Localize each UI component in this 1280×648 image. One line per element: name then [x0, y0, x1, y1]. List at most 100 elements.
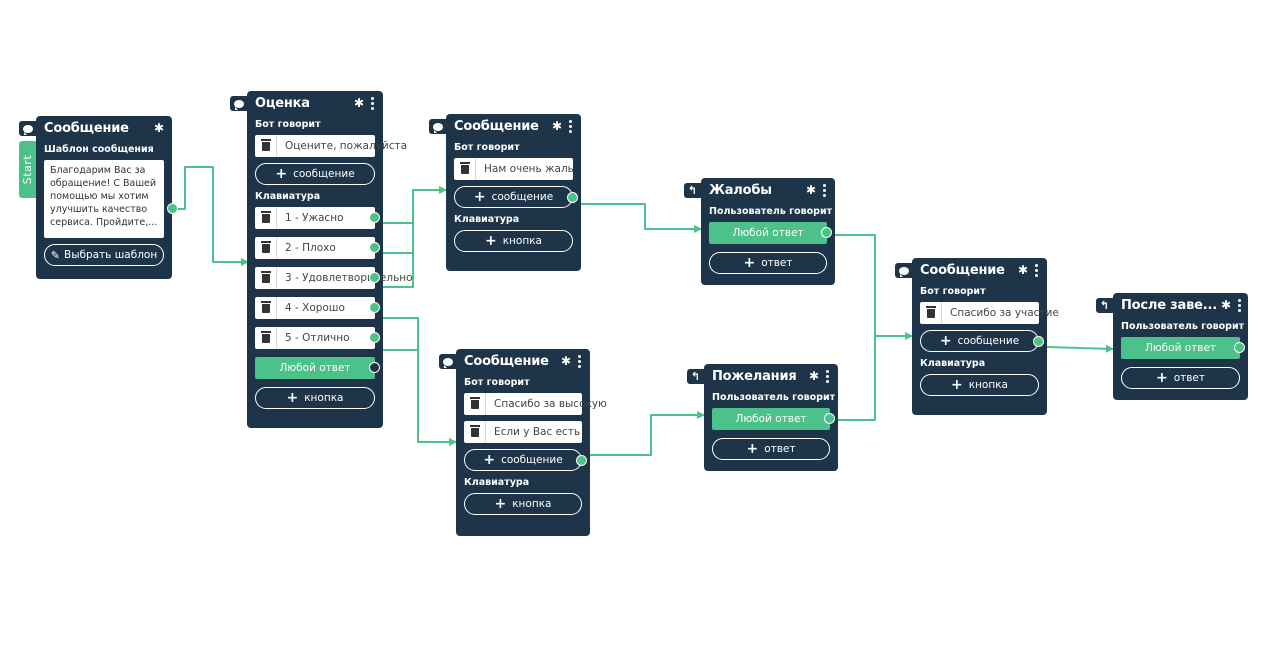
add-answer-button[interactable]: +ответ	[709, 252, 827, 274]
wire-msg4-to-after	[1046, 344, 1114, 353]
output-port[interactable]	[824, 413, 835, 424]
bot-says-label: Бот говорит	[454, 142, 520, 153]
gear-icon[interactable]: ✱	[805, 183, 816, 197]
reply-arrow-icon: ↰	[684, 183, 701, 198]
output-port[interactable]	[369, 212, 380, 223]
chat-bubble-icon	[439, 354, 456, 369]
node-complaints[interactable]: ↰ Жалобы ✱ Пользователь говорит Любой от…	[684, 178, 835, 285]
add-button-button[interactable]: +кнопка	[454, 230, 573, 252]
gear-icon[interactable]: ✱	[1220, 298, 1232, 312]
gear-icon[interactable]: ✱	[808, 369, 819, 383]
output-port[interactable]	[369, 272, 380, 283]
bot-says-label: Бот говорит	[464, 377, 530, 388]
start-tab[interactable]: Start	[19, 141, 36, 198]
choose-template-label: Выбрать шаблон	[63, 249, 158, 261]
plus-icon: +	[950, 377, 963, 393]
output-port[interactable]	[1234, 342, 1245, 353]
wire-btn1-to-msg2	[375, 186, 447, 224]
add-button-button[interactable]: +кнопка	[920, 374, 1039, 396]
more-menu-icon[interactable]	[568, 119, 573, 133]
keyboard-button-5[interactable]: 5 - Отлично	[255, 327, 380, 349]
add-message-button[interactable]: +сообщение	[454, 186, 578, 208]
add-message-button[interactable]: +сообщение	[464, 449, 587, 471]
plus-icon: +	[286, 390, 299, 406]
node-message-thanks-high[interactable]: Сообщение ✱ Бот говорит Спасибо за высок…	[439, 349, 607, 536]
gear-icon[interactable]: ✱	[560, 354, 571, 368]
trash-icon[interactable]	[255, 135, 277, 157]
add-message-button[interactable]: +сообщение	[255, 163, 375, 185]
gear-icon[interactable]: ✱	[153, 121, 164, 135]
more-menu-icon[interactable]	[1034, 263, 1039, 277]
node-title: Сообщение	[454, 118, 539, 134]
output-port[interactable]	[821, 227, 832, 238]
more-menu-icon[interactable]	[1237, 298, 1242, 312]
output-port[interactable]	[567, 192, 578, 203]
node-rating[interactable]: Оценка ✱ Бот говорит Оцените, пожалуйста…	[230, 91, 413, 428]
trash-icon[interactable]	[255, 207, 277, 229]
node-wishes[interactable]: ↰ Пожелания ✱ Пользователь говорит Любой…	[687, 364, 838, 471]
user-says-label: Пользователь говорит	[1121, 321, 1245, 332]
output-port[interactable]	[369, 302, 380, 313]
keyboard-button-3[interactable]: 3 - Удовлетворительно	[255, 267, 413, 289]
add-button-button[interactable]: +кнопка	[464, 493, 582, 515]
start-label: Start	[21, 154, 34, 185]
gear-icon[interactable]: ✱	[551, 119, 562, 133]
node-message-template[interactable]: Сообщение ✱ Шаблон сообщения Благодарим …	[19, 116, 178, 279]
node-after-completion[interactable]: ↰ После заве... ✱ Пользователь говорит Л…	[1096, 293, 1248, 400]
trash-icon[interactable]	[255, 237, 277, 259]
any-answer-button[interactable]: Любой ответ	[712, 408, 835, 430]
keyboard-button-1[interactable]: 1 - Ужасно	[255, 207, 380, 229]
trash-icon[interactable]	[464, 421, 486, 443]
keyboard-button-4[interactable]: 4 - Хорошо	[255, 297, 380, 319]
output-port[interactable]	[576, 455, 587, 466]
message-field[interactable]: Нам очень жаль	[454, 158, 574, 180]
keyboard-button-2[interactable]: 2 - Плохо	[255, 237, 380, 259]
trash-icon[interactable]	[464, 393, 486, 415]
trash-icon[interactable]	[255, 297, 277, 319]
any-answer-button[interactable]: Любой ответ	[1121, 337, 1245, 359]
add-answer-button[interactable]: +ответ	[712, 438, 830, 460]
reply-arrow-icon: ↰	[687, 369, 704, 384]
more-menu-icon[interactable]	[577, 354, 582, 368]
message-field-2[interactable]: Если у Вас есть	[464, 421, 582, 443]
trash-icon[interactable]	[454, 158, 476, 180]
gear-icon[interactable]: ✱	[353, 96, 364, 110]
keyboard-label: Клавиатура	[464, 477, 530, 488]
any-answer-button[interactable]: Любой ответ	[709, 222, 832, 244]
keyboard-label: Клавиатура	[920, 358, 986, 369]
keyboard-label: Клавиатура	[255, 191, 321, 202]
trash-icon[interactable]	[255, 267, 277, 289]
output-port[interactable]	[369, 362, 380, 373]
trash-icon[interactable]	[255, 327, 277, 349]
plus-icon: +	[275, 166, 288, 182]
more-menu-icon[interactable]	[822, 183, 827, 197]
any-answer-button[interactable]: Любой ответ	[255, 357, 380, 379]
output-port[interactable]	[369, 332, 380, 343]
plus-icon: +	[483, 452, 496, 468]
plus-icon: +	[743, 255, 756, 271]
node-title: После заве...	[1121, 297, 1217, 313]
node-message-sorry[interactable]: Сообщение ✱ Бот говорит Нам очень жаль +…	[429, 114, 581, 271]
more-menu-icon[interactable]	[370, 96, 375, 110]
choose-template-button[interactable]: ✎ Выбрать шаблон	[44, 244, 164, 266]
template-text[interactable]: Благодарим Вас за обращение! С Вашей пом…	[44, 160, 164, 238]
message-field-1[interactable]: Спасибо за высокую	[464, 393, 607, 415]
output-port[interactable]	[369, 242, 380, 253]
message-field[interactable]: Спасибо за участие	[920, 302, 1059, 324]
message-field[interactable]: Оцените, пожалуйста	[255, 135, 407, 157]
add-message-button[interactable]: +сообщение	[920, 330, 1044, 352]
node-message-thanks-participation[interactable]: Сообщение ✱ Бот говорит Спасибо за участ…	[895, 258, 1059, 415]
trash-icon[interactable]	[920, 302, 942, 324]
node-title: Сообщение	[44, 120, 129, 136]
node-title: Оценка	[255, 95, 310, 111]
wire-btn4-to-msg3	[375, 317, 457, 446]
plus-icon: +	[939, 333, 952, 349]
gear-icon[interactable]: ✱	[1017, 263, 1028, 277]
add-button-button[interactable]: +кнопка	[255, 387, 375, 409]
user-says-label: Пользователь говорит	[712, 392, 836, 403]
output-port[interactable]	[167, 203, 178, 214]
more-menu-icon[interactable]	[825, 369, 830, 383]
add-answer-button[interactable]: +ответ	[1121, 367, 1240, 389]
output-port[interactable]	[1033, 336, 1044, 347]
